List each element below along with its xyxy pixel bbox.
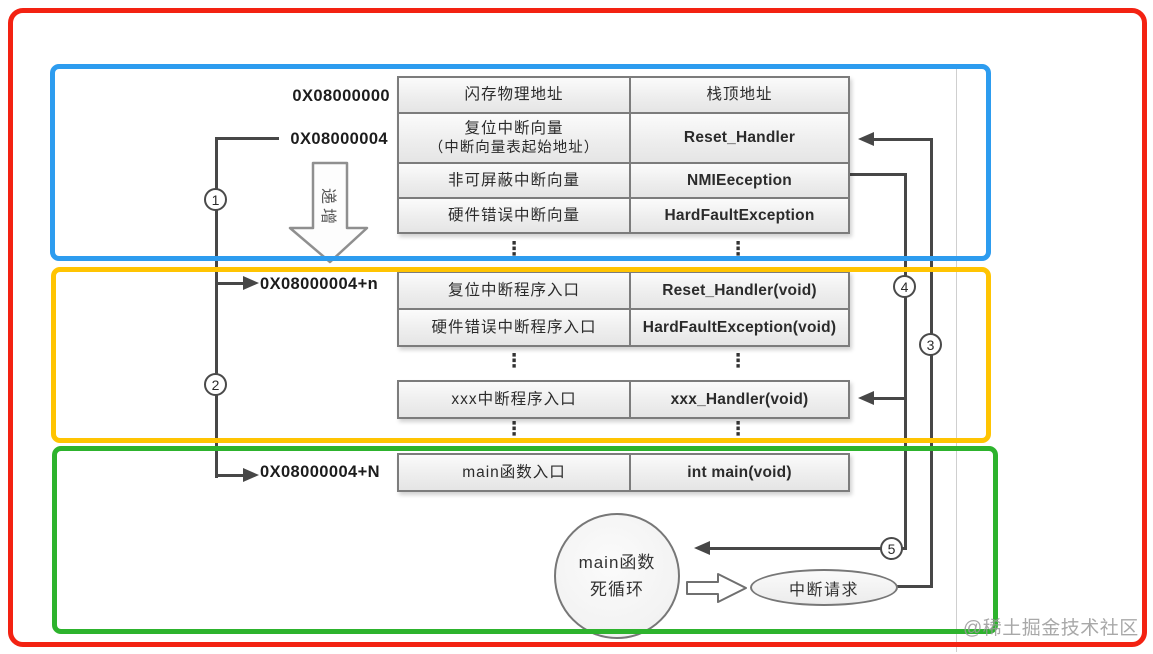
arrowhead-to-vector-n: [243, 276, 259, 290]
main-loop-circle: main函数 死循环: [554, 513, 680, 639]
main-entry-cell: main函数入口: [399, 455, 629, 490]
vector-table-cell: 硬件错误中断向量: [399, 199, 629, 232]
xxx-handler-cell: xxx中断程序入口: [399, 382, 629, 417]
connector-left-vertical: [215, 137, 218, 478]
vector-table-cell: 复位中断向量 （中断向量表起始地址）: [399, 114, 629, 162]
vector-table: 闪存物理地址 栈顶地址 复位中断向量 （中断向量表起始地址） Reset_Han…: [397, 76, 850, 234]
connector-to-reset-handler: [874, 138, 933, 141]
connector-vector-start-horizontal: [215, 137, 279, 140]
step-circle-1: 1: [204, 188, 227, 211]
connector-from-interrupt-request: [893, 585, 933, 588]
step-circle-2: 2: [204, 373, 227, 396]
ellipsis-dots: ⋮: [728, 351, 748, 372]
interrupt-request-ellipse: 中断请求: [750, 569, 898, 606]
arrowhead-to-main-loop: [694, 541, 710, 555]
arrowhead-to-reset-handler: [858, 132, 874, 146]
handler-table-cell: 硬件错误中断程序入口: [399, 310, 629, 345]
vector-table-cell: HardFaultException: [631, 199, 848, 232]
arrowhead-to-vector-capital-n: [243, 468, 259, 482]
address-flash-base: 0X08000000: [292, 87, 390, 105]
handler-table-cell: 复位中断程序入口: [399, 273, 629, 308]
handler-table-cell: HardFaultException(void): [631, 310, 848, 345]
ellipsis-dots: ⋮: [504, 239, 524, 260]
main-entry-row: main函数入口 int main(void): [397, 453, 850, 492]
vector-table-cell: NMIEeception: [631, 164, 848, 197]
canvas-edge-line: [956, 66, 957, 652]
connector-from-nmi-row: [850, 173, 907, 176]
right-block-arrow: [686, 573, 747, 603]
main-loop-line1: main函数: [578, 552, 656, 572]
xxx-handler-row: xxx中断程序入口 xxx_Handler(void): [397, 380, 850, 419]
ellipsis-dots: ⋮: [728, 239, 748, 260]
vector-table-cell: 非可屏蔽中断向量: [399, 164, 629, 197]
main-entry-cell: int main(void): [631, 455, 848, 490]
increment-down-arrow: [288, 161, 369, 264]
reset-vector-line2: （中断向量表起始地址）: [428, 139, 600, 156]
main-loop-line2: 死循环: [590, 580, 644, 599]
connector-step3-vertical: [930, 138, 933, 588]
connector-branch-capital-n: [217, 474, 245, 477]
arrowhead-to-xxx-handler: [858, 391, 874, 405]
vector-table-cell: 闪存物理地址: [399, 78, 629, 112]
ellipsis-dots: ⋮: [504, 419, 524, 440]
address-vector-n: 0X08000004+n: [260, 275, 379, 293]
ellipsis-dots: ⋮: [504, 351, 524, 372]
step-circle-3: 3: [919, 333, 942, 356]
connector-step4-vertical: [904, 173, 907, 550]
vector-table-cell: 栈顶地址: [631, 78, 848, 112]
xxx-handler-cell: xxx_Handler(void): [631, 382, 848, 417]
connector-branch-n: [217, 282, 245, 285]
watermark-text: @稀土掘金技术社区: [963, 618, 1139, 639]
connector-to-xxx-handler: [872, 397, 907, 400]
handler-table: 复位中断程序入口 Reset_Handler(void) 硬件错误中断程序入口 …: [397, 271, 850, 347]
step-circle-5: 5: [880, 537, 903, 560]
address-vector-capital-n: 0X08000004+N: [260, 463, 380, 481]
address-vector-start: 0X08000004: [290, 130, 388, 148]
handler-table-cell: Reset_Handler(void): [631, 273, 848, 308]
step-circle-4: 4: [893, 275, 916, 298]
reset-vector-line1: 复位中断向量: [464, 120, 564, 138]
ellipsis-dots: ⋮: [728, 419, 748, 440]
connector-step5-horizontal: [708, 547, 907, 550]
increment-label: 递增: [319, 187, 336, 228]
vector-table-cell: Reset_Handler: [631, 114, 848, 162]
